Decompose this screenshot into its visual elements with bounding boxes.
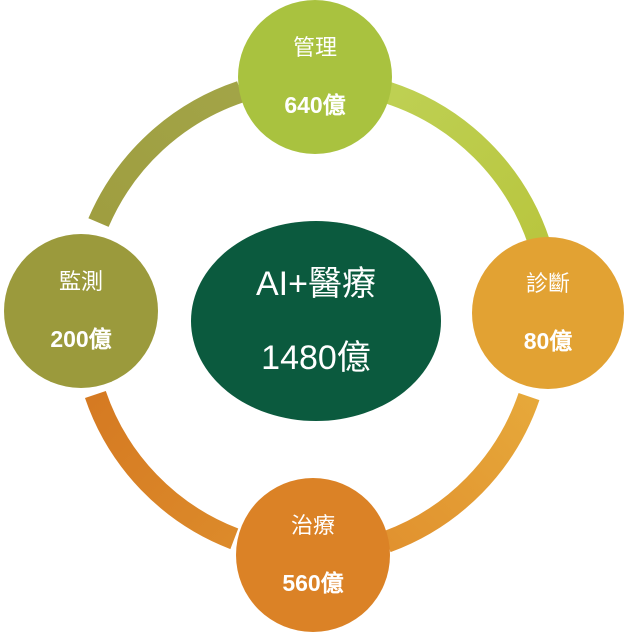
node-value: 80億 xyxy=(523,328,573,354)
arc-top-right xyxy=(384,82,550,247)
center-value: 1480億 xyxy=(261,339,371,377)
node-treatment: 治療 560億 xyxy=(236,478,390,632)
node-management: 管理 640億 xyxy=(238,0,392,154)
node-label: 診斷 xyxy=(525,272,570,297)
node-value: 640億 xyxy=(284,92,346,118)
node-monitoring: 監測 200億 xyxy=(4,234,158,388)
center-node: AI+醫療 1480億 xyxy=(191,221,441,421)
node-value: 200億 xyxy=(50,326,112,352)
arc-right-bottom xyxy=(382,392,540,553)
node-value: 560億 xyxy=(282,570,344,596)
arc-bottom-left xyxy=(84,390,239,550)
node-label: 監測 xyxy=(58,270,103,295)
node-label: 管理 xyxy=(292,36,337,61)
center-title: AI+醫療 xyxy=(256,265,376,303)
node-diagnosis: 診斷 80億 xyxy=(472,237,624,389)
arc-left-top xyxy=(88,81,245,228)
node-label: 治療 xyxy=(290,514,335,539)
